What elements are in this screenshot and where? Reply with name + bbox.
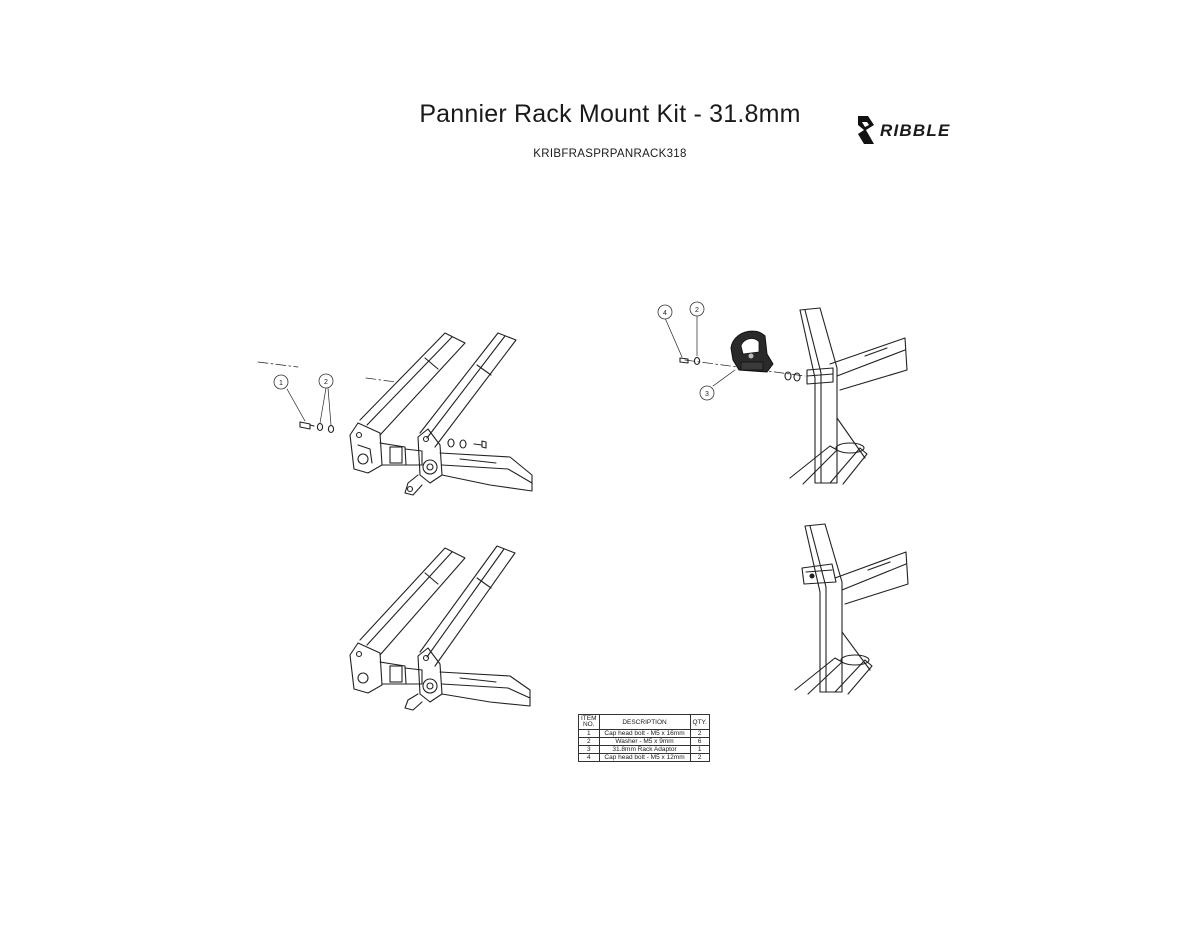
assembled-view-dropout (349, 545, 531, 711)
bill-of-materials-table: ITEM NO. DESCRIPTION QTY. 1 Cap head bol… (578, 714, 710, 762)
bom-qty: 1 (689, 745, 710, 754)
bom-item-no: 3 (578, 745, 600, 754)
balloon-item-3: 3 (699, 385, 715, 401)
exploded-view-dropout: 1 2 (257, 332, 533, 496)
balloon-item-1: 1 (273, 374, 289, 390)
svg-text:1: 1 (279, 380, 283, 387)
bom-description: 31.8mm Rack Adaptor (598, 745, 691, 754)
bom-header-description: DESCRIPTION (598, 714, 691, 730)
bom-description: Cap head bolt - M5 x 12mm (598, 753, 691, 762)
bom-item-no: 1 (578, 729, 600, 738)
bom-row: 4 Cap head bolt - M5 x 12mm 2 (578, 753, 710, 762)
bom-row: 1 Cap head bolt - M5 x 16mm 2 (578, 729, 710, 738)
brand-name: RIBBLE (880, 121, 951, 140)
balloon-item-2-seat: 2 (689, 301, 705, 317)
bom-header-qty: QTY. (689, 714, 710, 730)
document-title: Pannier Rack Mount Kit - 31.8mm (419, 100, 801, 128)
svg-text:2: 2 (324, 379, 328, 386)
exploded-view-seat-tube: 4 2 3 (657, 301, 908, 485)
bom-description: Washer - M5 x 9mm (598, 737, 691, 746)
bom-row: 3 31.8mm Rack Adaptor 1 (578, 745, 710, 754)
svg-text:3: 3 (705, 391, 709, 398)
svg-text:4: 4 (663, 310, 667, 317)
assembled-view-seat-tube (794, 523, 909, 695)
svg-text:2: 2 (695, 307, 699, 314)
brand-logo: RIBBLE (856, 112, 971, 148)
bom-description: Cap head bolt - M5 x 16mm (598, 729, 691, 738)
ribble-logo-mark-icon (858, 116, 874, 144)
bom-header-row: ITEM NO. DESCRIPTION QTY. (578, 714, 710, 730)
balloon-item-2: 2 (318, 373, 334, 389)
part-code: KRIBFRASPRPANRACK318 (533, 148, 687, 160)
bom-header-item: ITEM NO. (578, 714, 600, 730)
bom-item-no: 4 (578, 753, 600, 762)
bom-qty: 6 (689, 737, 710, 746)
bom-qty: 2 (689, 729, 710, 738)
balloon-item-4: 4 (657, 304, 673, 320)
bom-qty: 2 (689, 753, 710, 762)
bom-row: 2 Washer - M5 x 9mm 6 (578, 737, 710, 746)
bom-item-no: 2 (578, 737, 600, 746)
rack-adaptor-part (730, 330, 774, 373)
